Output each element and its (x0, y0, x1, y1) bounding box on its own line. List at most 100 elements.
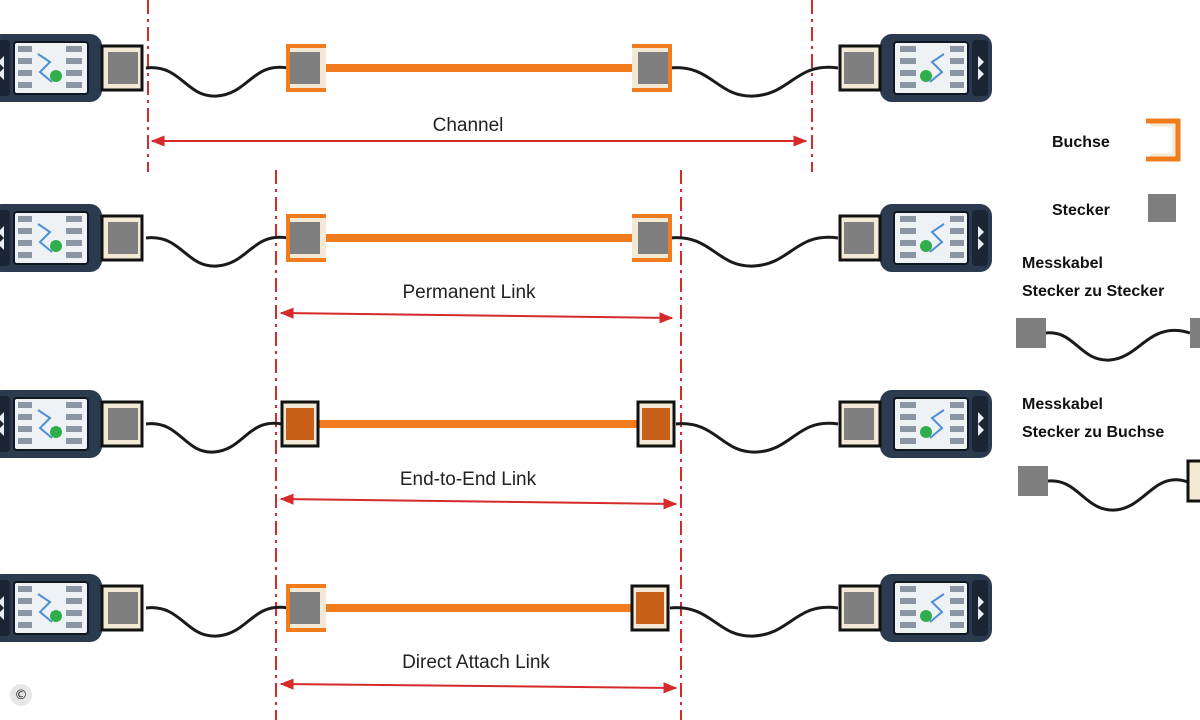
left-jack-frame (286, 214, 326, 262)
left-link-plug (290, 52, 320, 84)
right-screen-item (950, 228, 964, 234)
left-tester-device (0, 204, 144, 272)
right-jack-frame (632, 214, 672, 262)
right-screen-graph (929, 223, 945, 253)
left-tester-keypad (0, 210, 10, 266)
left-screen-item (18, 586, 32, 592)
left-nav-key-icon (0, 608, 4, 620)
right-tester-plug (844, 408, 874, 440)
left-screen-item (18, 438, 32, 444)
legend-messkabel-ss-line2: Stecker zu Stecker (1022, 283, 1164, 300)
left-screen-item (66, 622, 82, 628)
left-screen-item (18, 402, 32, 408)
left-screen-item (18, 46, 32, 52)
right-nav-key-icon (978, 226, 984, 238)
right-nav-key-icon (978, 56, 984, 68)
left-screen-item (18, 70, 32, 76)
left-tester-device (0, 34, 144, 102)
label-permanent-link: Permanent Link (402, 282, 536, 303)
right-tester-device (838, 204, 992, 272)
left-screen-item (66, 46, 82, 52)
right-tester-screen (893, 41, 969, 95)
left-test-cord (145, 235, 289, 268)
link-row-end-to-end (0, 390, 992, 458)
right-nav-key-icon (978, 608, 984, 620)
left-jack-frame (286, 584, 326, 632)
left-nav-key-icon (0, 56, 4, 68)
left-test-cord (145, 605, 289, 638)
right-nav-key-icon (978, 238, 984, 250)
right-screen-item (900, 58, 916, 64)
left-tester-screen (13, 581, 89, 635)
left-test-cord (145, 65, 289, 98)
legend-messkabel-ss-icon (1016, 318, 1200, 362)
right-status-ok-icon (920, 70, 932, 82)
right-screen-item (900, 598, 916, 604)
left-screen-item (66, 228, 82, 234)
right-screen-item (950, 82, 964, 88)
left-screen-item (18, 414, 32, 420)
left-screen-item (66, 426, 82, 432)
right-screen-item (950, 70, 964, 76)
right-test-cord (669, 65, 839, 98)
left-tester-plug (108, 592, 138, 624)
left-tester-screen (13, 41, 89, 95)
right-screen-item (900, 216, 916, 222)
left-screen-graph (37, 409, 53, 439)
left-screen-item (18, 598, 32, 604)
left-screen-item (66, 58, 82, 64)
left-nav-key-icon (0, 424, 4, 436)
right-tester-keypad (972, 210, 988, 266)
left-screen-item (66, 70, 82, 76)
right-screen-item (900, 586, 916, 592)
right-tester-screen (893, 211, 969, 265)
right-test-cord (675, 421, 839, 454)
label-end-to-end-link: End-to-End Link (400, 469, 537, 490)
right-screen-item (900, 252, 916, 258)
legend-messkabel-sb-icon (1018, 459, 1200, 512)
direct-attach-link-arrow (279, 678, 678, 694)
right-screen-item (900, 622, 916, 628)
right-screen-item (900, 426, 916, 432)
right-screen-item (900, 228, 916, 234)
left-jack-insert (286, 408, 314, 440)
right-status-ok-icon (920, 610, 932, 622)
right-screen-item (950, 438, 964, 444)
right-tester-plug (844, 222, 874, 254)
right-screen-graph (929, 53, 945, 83)
right-screen-item (900, 402, 916, 408)
left-status-ok-icon (50, 240, 62, 252)
right-nav-key-icon (978, 424, 984, 436)
left-screen-item (18, 426, 32, 432)
link-row-channel (0, 34, 992, 102)
right-nav-key-icon (978, 596, 984, 608)
left-status-ok-icon (50, 610, 62, 622)
legend-messkabel-sb-line2: Stecker zu Buchse (1022, 424, 1164, 441)
left-screen-graph (37, 223, 53, 253)
left-tester-keypad (0, 396, 10, 452)
right-screen-item (900, 610, 916, 616)
right-jack-insert (636, 592, 664, 624)
boundary-lines (147, 0, 813, 720)
left-screen-item (66, 414, 82, 420)
left-tester-device (0, 390, 144, 458)
right-screen-item (950, 622, 964, 628)
right-screen-item (950, 414, 964, 420)
left-nav-key-icon (0, 238, 4, 250)
right-tester-screen (893, 397, 969, 451)
left-screen-item (66, 402, 82, 408)
left-nav-key-icon (0, 412, 4, 424)
right-status-ok-icon (920, 426, 932, 438)
left-nav-key-icon (0, 226, 4, 238)
left-screen-item (66, 240, 82, 246)
left-link-plug (290, 222, 320, 254)
right-screen-item (900, 70, 916, 76)
right-screen-item (950, 46, 964, 52)
right-tester-plug (844, 592, 874, 624)
left-screen-item (18, 216, 32, 222)
right-tester-screen (893, 581, 969, 635)
measure-arrows (150, 135, 808, 694)
right-screen-item (950, 216, 964, 222)
right-tester-device (838, 34, 992, 102)
right-test-cord (669, 605, 839, 638)
